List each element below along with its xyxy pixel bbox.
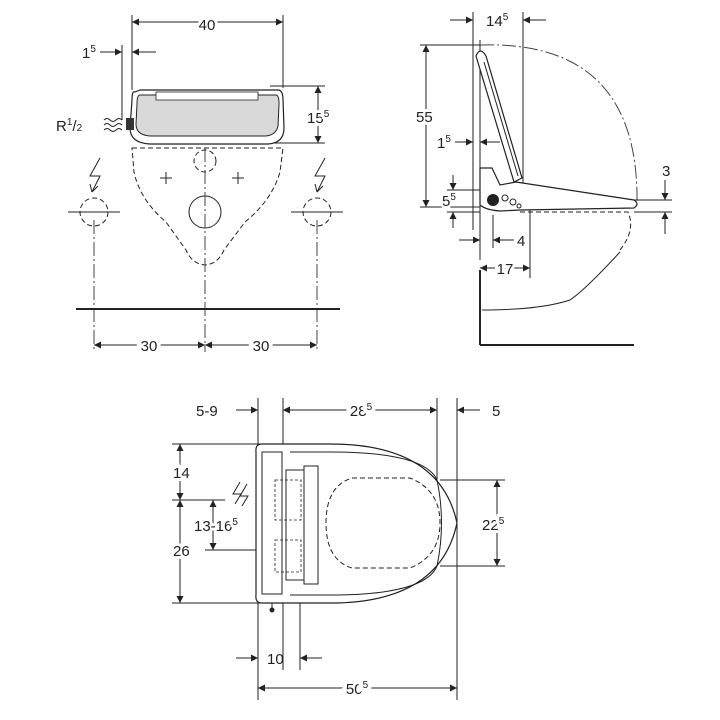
depth-label: 17	[497, 261, 514, 278]
water-wave-icon	[103, 118, 123, 122]
electric-icon-left	[89, 157, 101, 193]
lower-label: 26	[173, 543, 190, 560]
open-height-label: 55	[416, 109, 433, 126]
seat-unit-front	[126, 89, 285, 145]
upper-label: 14	[173, 465, 190, 482]
electric-icon-right	[314, 157, 326, 193]
lid-swing-arc	[479, 44, 638, 206]
connection-range-label: 13-165	[194, 517, 238, 535]
top-view: 5-9 285 5 14 13-165 26 225	[170, 398, 508, 702]
front-view: 40 15 155 R1/2	[56, 14, 343, 359]
front-offset-dimension: 15	[82, 44, 156, 62]
total-label: 505	[346, 680, 369, 698]
rear-gap-dimension: 5	[457, 403, 500, 420]
seat-opening-top	[325, 477, 441, 569]
length-label: 285	[350, 402, 373, 420]
wall-range-dimension: 5-9	[196, 403, 304, 420]
open-height-dimension: 55	[413, 44, 480, 208]
seat-thickness-label: 3	[662, 163, 670, 180]
rear-gap-label: 5	[492, 403, 500, 420]
gap-label: 15	[437, 134, 451, 152]
upper-dimension: 14	[170, 444, 193, 500]
front-offset-label: 15	[82, 44, 96, 62]
lower-dimension: 26	[170, 500, 193, 603]
front-height-dimension: 155	[304, 86, 333, 143]
bracket-dimension: 10	[236, 651, 322, 668]
bracket-label: 10	[267, 651, 284, 668]
gap-dimension: 15	[437, 134, 500, 152]
open-lid	[475, 50, 523, 183]
connection-range-dimension: 13-165	[191, 500, 241, 550]
bowl-outline-side	[481, 251, 621, 311]
spacing-left-label: 30	[141, 338, 158, 355]
setback-label: 4	[517, 233, 525, 250]
total-dimension: 505	[258, 676, 457, 702]
spacing-right-label: 30	[253, 338, 270, 355]
base-dimension: 55	[440, 175, 480, 228]
electric-icon-top	[232, 481, 242, 505]
wall-range-label: 5-9	[196, 403, 218, 420]
depth-dimension: 17	[480, 210, 531, 281]
seat-body-side	[479, 167, 638, 212]
bowl-width-dimension: 225	[479, 480, 508, 566]
front-width-label: 40	[199, 17, 216, 34]
front-width-dimension: 40	[132, 14, 283, 37]
connection-label: R1/2	[56, 117, 83, 135]
bowl-width-label: 225	[482, 516, 505, 534]
side-view: 145 55 15 3 55	[413, 12, 672, 346]
setback-dimension: 4	[459, 215, 525, 250]
front-height-label: 155	[307, 109, 330, 127]
water-connection: R1/2	[56, 117, 123, 135]
base-label: 55	[442, 192, 456, 210]
seat-thickness-dimension: 3	[634, 163, 672, 234]
overhang-label: 145	[486, 12, 509, 30]
length-dimension: 285	[283, 398, 437, 424]
spacing-dimensions: 30 30	[94, 334, 317, 359]
bowl-outline-front	[131, 147, 284, 266]
overhang-dimension: 145	[450, 12, 546, 30]
